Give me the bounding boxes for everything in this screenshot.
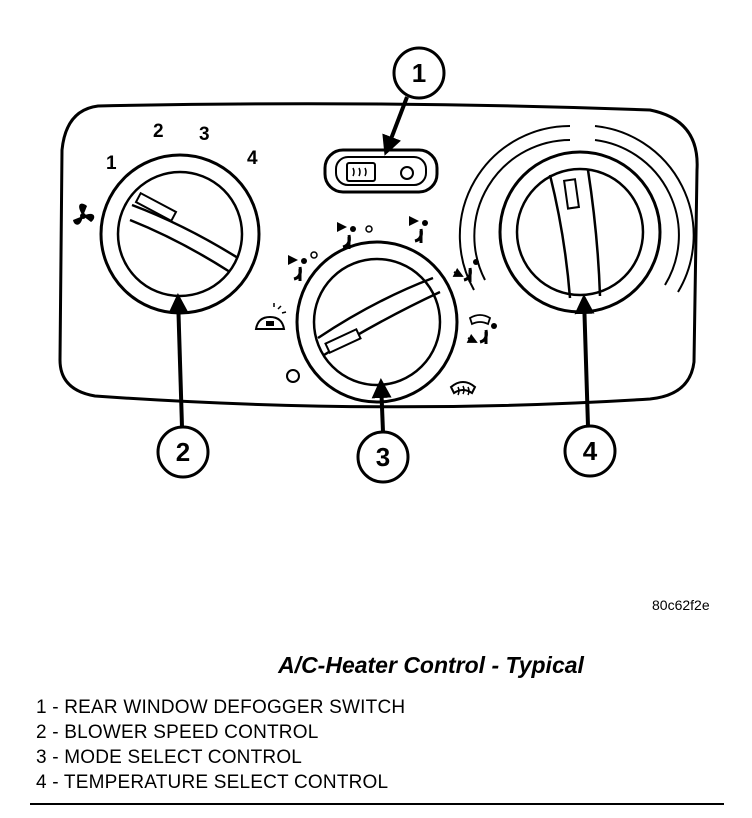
callout-1: 1: [382, 46, 446, 156]
svg-text:1: 1: [412, 58, 426, 88]
floor-icon: [409, 216, 428, 243]
speed-label-1: 1: [106, 153, 117, 174]
blower-speed-knob: [99, 153, 261, 315]
recirculation-icon: [254, 303, 287, 330]
defrost-icon: [449, 381, 477, 396]
callout-3: 3: [356, 378, 410, 484]
legend-item: 2 - BLOWER SPEED CONTROL: [36, 722, 319, 743]
svg-text:3: 3: [376, 442, 390, 472]
callout-2: 2: [156, 293, 210, 479]
mode-select-knob: [295, 240, 459, 404]
speed-label-3: 3: [199, 124, 210, 145]
callout-4: 4: [563, 294, 617, 478]
temperature-select-knob: [458, 124, 695, 314]
legend-item: 1 - REAR WINDOW DEFOGGER SWITCH: [36, 697, 406, 718]
legend-item: 3 - MODE SELECT CONTROL: [36, 747, 303, 768]
panel-vent-icon: [288, 251, 318, 281]
legend-list: 1 - REAR WINDOW DEFOGGER SWITCH 2 - BLOW…: [36, 695, 405, 795]
figure-code: 80c62f2e: [652, 597, 710, 613]
mode-indicator-light: [286, 369, 300, 383]
defogger-indicator-light: [400, 166, 414, 180]
rear-defogger-switch: [323, 148, 439, 194]
figure-caption: A/C-Heater Control - Typical: [278, 652, 584, 678]
fan-icon: [73, 203, 95, 225]
control-panel-bezel: [58, 102, 699, 409]
bilevel-icon: [337, 222, 373, 249]
svg-text:4: 4: [583, 436, 598, 466]
legend-item: 4 - TEMPERATURE SELECT CONTROL: [36, 772, 389, 793]
svg-text:2: 2: [176, 437, 190, 467]
mix-icon: [452, 259, 479, 282]
ac-heater-control-diagram: 1 2 3 4: [58, 46, 699, 484]
rear-defogger-icon: [346, 162, 376, 182]
speed-label-2: 2: [153, 121, 164, 142]
defrost-floor-icon: [466, 314, 497, 344]
speed-label-4: 4: [247, 148, 258, 169]
divider: [30, 803, 724, 805]
